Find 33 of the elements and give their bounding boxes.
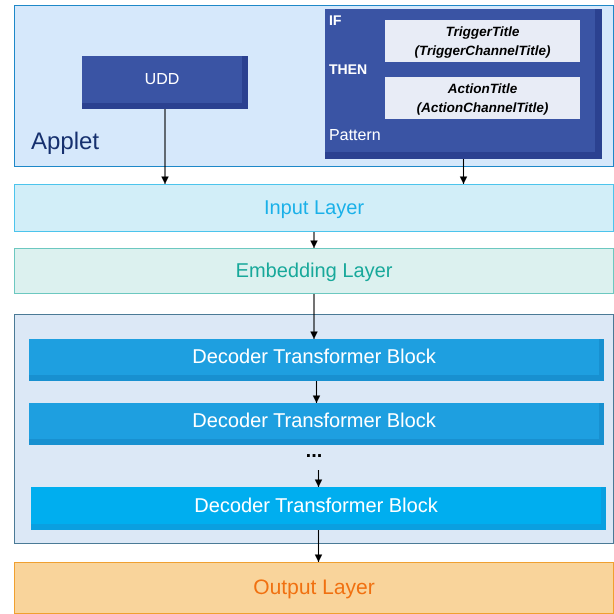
node-label: Input Layer bbox=[264, 196, 364, 221]
arrow bbox=[314, 530, 322, 562]
node-label: Decoder Transformer Block bbox=[194, 494, 438, 518]
node-label: TriggerTitle (TriggerChannelTitle) bbox=[413, 23, 552, 60]
node-label: Output Layer bbox=[253, 575, 375, 602]
container-box bbox=[14, 314, 614, 544]
trigger-box bbox=[385, 20, 580, 62]
pattern-box bbox=[325, 9, 602, 159]
layer-box bbox=[14, 562, 614, 614]
arrow bbox=[314, 470, 322, 487]
node-label: Embedding Layer bbox=[236, 259, 392, 284]
container-box bbox=[14, 5, 614, 167]
node-label: Applet bbox=[31, 127, 100, 157]
arrow bbox=[460, 159, 468, 184]
node-label: THEN bbox=[329, 60, 368, 79]
layer-box bbox=[14, 248, 614, 294]
node-label: Decoder Transformer Block bbox=[192, 345, 436, 370]
arrow bbox=[312, 381, 320, 403]
arrow bbox=[310, 294, 318, 339]
block-box bbox=[29, 403, 604, 445]
process-box bbox=[82, 56, 248, 109]
node-label: ActionTitle (ActionChannelTitle) bbox=[416, 80, 550, 117]
action-box bbox=[385, 77, 580, 119]
arrow bbox=[161, 109, 169, 184]
layer-box bbox=[14, 184, 614, 232]
arrow bbox=[310, 232, 318, 248]
block-box bbox=[31, 487, 606, 530]
node-label: IF bbox=[329, 11, 342, 30]
node-label: Pattern bbox=[329, 126, 381, 146]
ellipsis: ... bbox=[304, 441, 324, 461]
block-box bbox=[29, 339, 604, 381]
node-label: UDD bbox=[144, 70, 180, 90]
node-label: Decoder Transformer Block bbox=[192, 409, 436, 434]
